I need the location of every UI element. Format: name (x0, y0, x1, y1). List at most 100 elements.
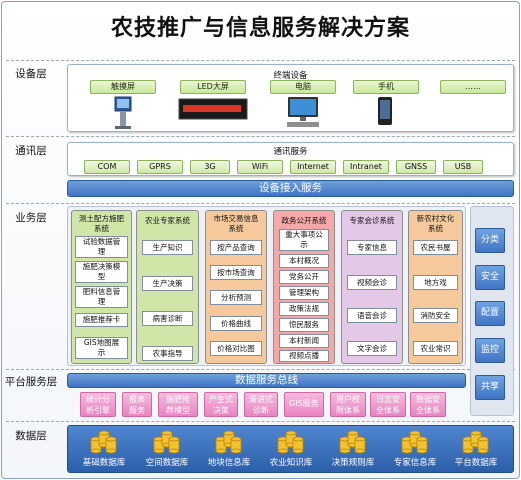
report-service: 报表 服务 (122, 392, 152, 417)
device-more: …… (440, 80, 506, 94)
local-opera: 地方戏 (413, 275, 458, 290)
database-cylinders-icon (90, 430, 117, 454)
spatial-database: 空间数据库 (137, 429, 197, 468)
expert-consultation-system-title: 专家会诊系统 (349, 216, 395, 225)
price-comparison-chart: 价格对比图 (210, 341, 262, 356)
data-security-system: 数据安 全体系 (410, 392, 446, 417)
database-cylinders-icon (215, 430, 242, 454)
user-permission-system: 用户权 限体系 (330, 392, 366, 417)
computer-icon (287, 97, 319, 127)
device-access-service-bar: 设备接入服务 (67, 180, 514, 197)
video-on-demand: 视频点播 (279, 350, 329, 362)
plot-info-database: 地块信息库 (199, 429, 259, 468)
database-label: 空间数据库 (145, 458, 189, 468)
comm-3g: 3G (190, 160, 230, 174)
comm-services-title: 通讯服务 (273, 147, 308, 157)
query-by-market: 按市场查询 (210, 265, 262, 280)
comm-internet: Internet (290, 160, 336, 174)
layer-label-platform: 平台服务层 (4, 376, 58, 388)
data-service-bus: 数据服务总线 (67, 373, 466, 388)
platform-database: 平台数据库 (446, 429, 506, 468)
device-phone: 手机 (353, 80, 419, 94)
disease-diagnosis: 病害诊断 (142, 311, 193, 326)
database-cylinders-icon (339, 430, 366, 454)
village-news: 本村新闻 (279, 334, 329, 348)
query-by-product: 按产品查询 (210, 240, 262, 255)
layer-separator (6, 421, 515, 422)
security-button: 安全 (475, 265, 505, 290)
database-cylinders-icon (462, 430, 489, 454)
test-data-management: 试验数据管 理 (75, 236, 128, 258)
database-label: 基础数据库 (82, 458, 126, 468)
agri-expert-system-title: 农业专家系统 (145, 216, 190, 225)
layer-separator (6, 60, 515, 61)
database-label: 地块信息库 (207, 458, 251, 468)
production-knowledge: 生产知识 (142, 240, 193, 255)
market-info-system: 市场交易信息 系统 (205, 210, 267, 364)
comm-gnss: GNSS (396, 160, 436, 174)
text-consultation: 文字会诊 (347, 341, 397, 356)
layer-separator (6, 203, 515, 204)
farming-guidance: 农事指导 (142, 346, 193, 361)
comm-wifi: WiFi (237, 160, 283, 174)
comm-intranet: Intranet (343, 160, 389, 174)
fertilizer-decision-model: 施肥决策模 型 (75, 261, 128, 283)
log-security-system: 日志安 全体系 (370, 392, 406, 417)
mobile-phone-icon (378, 97, 392, 125)
rural-culture-system-title: 新农村文化 系统 (416, 214, 455, 233)
database-label: 平台数据库 (454, 458, 498, 468)
touchscreen-kiosk-icon (114, 96, 132, 129)
voice-consultation: 语音会诊 (347, 308, 397, 323)
layer-label-comm: 通讯层 (15, 145, 47, 157)
gis-service: GIS服务 (284, 392, 324, 417)
sharing-button: 共享 (475, 375, 505, 400)
video-consultation: 视频会诊 (347, 275, 397, 290)
production-rule-decision: 产生式 决策 (204, 392, 238, 417)
farmer-library: 农民书屋 (413, 240, 458, 255)
fertilizer-recommendation-model: 施肥推 荐模型 (158, 392, 198, 417)
expert-info: 专家信息 (347, 240, 397, 255)
database-cylinders-icon (401, 430, 428, 454)
layer-separator (6, 369, 515, 370)
classification-button: 分类 (475, 228, 505, 253)
comm-com: COM (84, 160, 130, 174)
public-services: 惊民服务 (279, 318, 329, 332)
agri-knowledge-database: 农业知识库 (261, 429, 321, 468)
led-screen-icon (178, 98, 248, 120)
database-cylinders-icon (277, 430, 304, 454)
device-touchscreen: 触摸屏 (90, 80, 156, 94)
stats-analysis-engine: 统计分 析引擎 (80, 392, 116, 417)
page-title: 农技推广与信息服务解决方案 (110, 15, 410, 41)
expert-info-database: 专家信息库 (385, 429, 445, 468)
soil-fertilizer-system-title: 测土配方施肥 系统 (79, 214, 124, 233)
fertilizer-recommendation-card: 施肥推荐卡 (75, 313, 128, 327)
layer-separator (6, 136, 515, 137)
agri-common-knowledge: 农业常识 (413, 341, 458, 356)
layer-label-data: 数据层 (15, 430, 47, 442)
policies-regulations: 政策法规 (279, 302, 329, 316)
database-label: 农业知识库 (269, 458, 313, 468)
village-overview: 本村概况 (279, 254, 329, 268)
device-led-screen: LED大屏 (180, 80, 246, 94)
fertilizer-info-management: 肥料信息管 理 (75, 286, 128, 308)
progressive-diagnosis: 渐进式 诊断 (244, 392, 278, 417)
database-label: 专家信息库 (393, 458, 437, 468)
government-affairs-system-title: 政务公开系统 (281, 216, 327, 225)
comm-usb: USB (443, 160, 483, 174)
fire-safety: 消防安全 (413, 308, 458, 323)
database-label: 决策规则库 (331, 458, 375, 468)
gis-map-display: GIS地图展 示 (75, 337, 128, 359)
database-cylinders-icon (153, 430, 180, 454)
price-curve: 价格曲线 (210, 316, 262, 331)
layer-label-device: 设备层 (15, 68, 47, 80)
analysis-forecast: 分析预测 (210, 290, 262, 305)
market-info-system-title: 市场交易信息 系统 (213, 214, 259, 233)
device-computer: 电脑 (270, 80, 336, 94)
terminal-devices-title: 终端设备 (273, 71, 308, 81)
party-affairs: 党务公开 (279, 270, 329, 284)
decision-rule-database: 决策规则库 (323, 429, 383, 468)
monitoring-button: 监控 (475, 338, 505, 363)
basic-database: 基础数据库 (74, 429, 134, 468)
layer-label-business: 业务层 (15, 212, 47, 224)
management-structure: 管理架构 (279, 286, 329, 300)
